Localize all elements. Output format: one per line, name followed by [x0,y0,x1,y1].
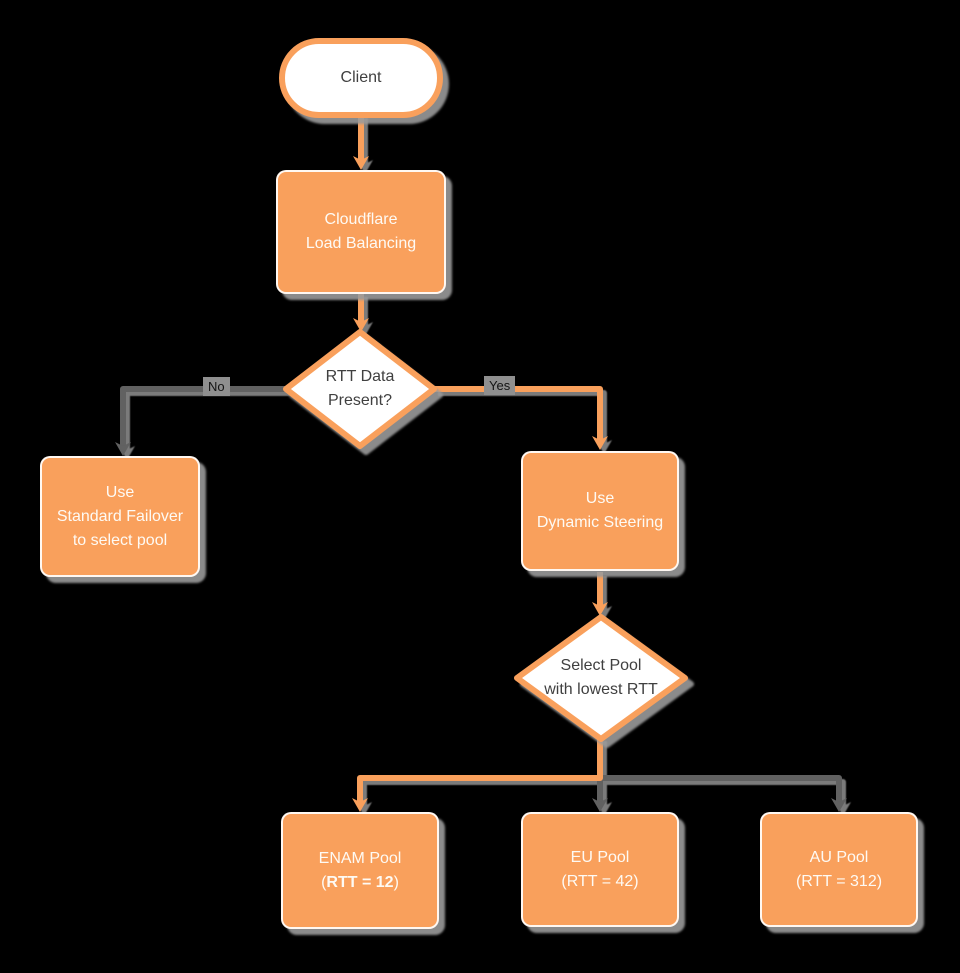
node-au-pool-line1: AU Pool [809,848,869,866]
node-au-pool-line2: (RTT = 312) [795,872,883,890]
node-eu-pool-line1: EU Pool [570,848,630,866]
edge-no-to-standard-failover [115,386,286,456]
node-rtt-decision: RTT Data Present? [282,328,438,450]
node-load-balancer: Cloudflare Load Balancing [276,170,446,294]
edge-client-to-loadbalancer [353,114,369,170]
edge-label-yes: Yes [484,376,516,395]
edge-label-no: No [203,377,230,396]
node-select-pool: Select Pool with lowest RTT [513,613,689,743]
edge-loadbalancer-to-decision [353,293,369,332]
node-enam-pool: ENAM Pool (RTT = 12) [281,812,439,929]
enam-rtt-value: RTT = 12 [326,873,394,891]
edge-selectpool-to-enam [352,737,603,812]
node-dynamic-steering: Use Dynamic Steering [521,451,679,571]
node-select-pool-line2: with lowest RTT [544,681,658,698]
node-eu-pool-line2: (RTT = 42) [561,872,639,890]
node-dynamic-steering-line2: Dynamic Steering [536,514,664,531]
node-enam-pool-line2: (RTT = 12) [321,873,399,891]
edge-selectpool-to-au [600,775,847,812]
node-rtt-decision-line2: Present? [327,392,393,409]
diamond-shape [514,614,688,742]
node-select-pool-line1: Select Pool [560,657,642,674]
edge-yes-to-dynamic-steering [434,386,608,450]
node-au-pool: AU Pool (RTT = 312) [760,812,918,927]
diamond-shape [283,329,437,449]
node-standard-failover-line2: Standard Failover [56,507,184,525]
node-load-balancer-line1: Cloudflare [324,211,398,228]
edge-selectpool-to-eu [592,778,608,812]
node-client: Client [279,38,443,118]
node-rtt-decision-line1: RTT Data [325,368,395,385]
node-dynamic-steering-line1: Use [585,490,615,507]
edge-steering-to-selectpool [592,572,608,616]
node-standard-failover-line3: to select pool [72,531,168,549]
node-load-balancer-line2: Load Balancing [305,235,417,252]
node-enam-pool-line1: ENAM Pool [318,849,402,867]
node-standard-failover-line1: Use [105,483,135,501]
node-eu-pool: EU Pool (RTT = 42) [521,812,679,927]
node-standard-failover: Use Standard Failover to select pool [40,456,200,577]
node-client-label: Client [340,69,382,86]
